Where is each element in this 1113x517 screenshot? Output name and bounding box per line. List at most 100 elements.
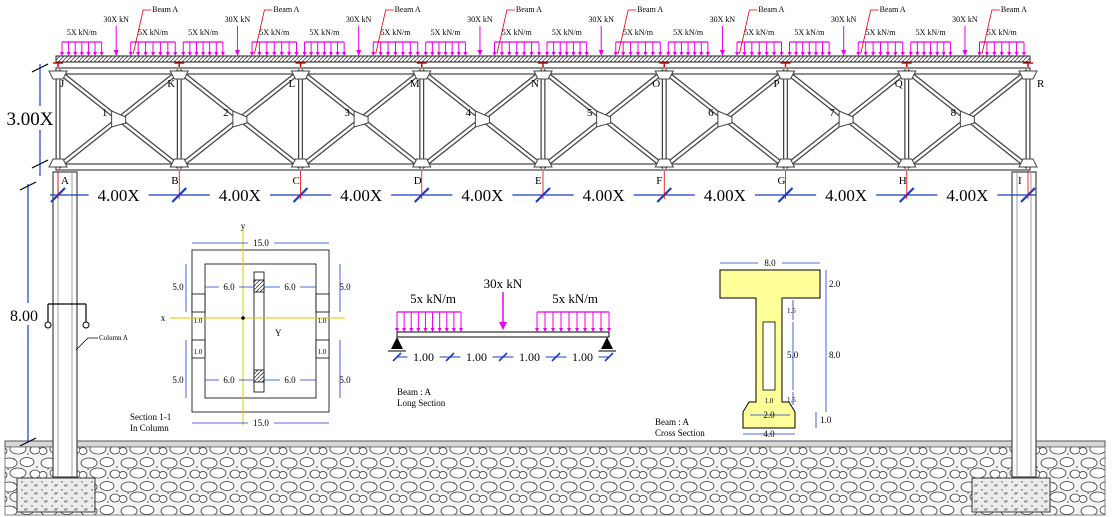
bottom-node-label: B <box>171 175 178 187</box>
top-point-load-label: 30X kN <box>467 15 493 24</box>
top-udl-right-label: 5X kN/m <box>623 28 654 37</box>
section-title-line1: Section 1-1 <box>130 412 171 422</box>
top-udl-right <box>492 41 541 56</box>
section-1-1: y x Y 15.0 15.0 6.0 6.0 6.0 6.0 5.0 5.0 … <box>130 221 351 433</box>
node-plate <box>533 70 553 80</box>
bottom-node-label: F <box>656 175 662 187</box>
node-plate <box>1018 70 1038 80</box>
section-flange-left-dim: 6.0 <box>223 282 235 292</box>
columns <box>52 171 1037 478</box>
top-udl-right-label: 5X kN/m <box>987 28 1018 37</box>
top-node-label: R <box>1037 78 1045 90</box>
top-udl-left-label: 5X kN/m <box>67 28 98 37</box>
node-plate <box>775 158 796 168</box>
top-udl-right <box>856 41 905 56</box>
node-plate <box>1018 158 1038 168</box>
span-label: 4.00X <box>219 186 261 205</box>
long-span-label: 1.00 <box>572 350 593 364</box>
beam-tag: Beam A <box>516 5 542 14</box>
ground <box>4 440 1106 516</box>
beam-tag-leader <box>739 9 758 55</box>
beam-tag-leader <box>496 9 515 55</box>
long-dim-tick <box>392 352 402 362</box>
top-udl-left <box>60 41 104 56</box>
gusset-plate <box>232 110 248 128</box>
top-udl-left-label: 5X kN/m <box>431 28 462 37</box>
long-udl-left <box>395 311 463 332</box>
beam-tag: Beam A <box>152 5 178 14</box>
long-dim-tick <box>445 352 455 362</box>
column-height-label: 8.00 <box>10 308 38 325</box>
section-lower-right-dim: 6.0 <box>284 375 296 385</box>
gusset-plate <box>959 110 975 128</box>
panel-number: 6 <box>708 107 714 119</box>
beam-tag-leader <box>860 9 879 55</box>
node-plate <box>48 158 68 168</box>
node-plate <box>48 70 68 80</box>
section-x-axis: x <box>161 313 166 323</box>
cross-web-width: 1.0 <box>765 397 774 405</box>
section-web-dim: 1.0 <box>318 348 327 356</box>
beam-tag-leader <box>254 9 273 55</box>
column-height-dimension: 8.00 Column A <box>6 181 128 447</box>
long-section-title-line2: Long Section <box>397 398 446 408</box>
cross-section-title-line2: Cross Section <box>655 428 705 438</box>
right-footing <box>971 477 1051 513</box>
node-plate <box>169 158 190 168</box>
top-node-label: J <box>60 78 65 90</box>
top-udl-right <box>250 41 299 56</box>
panel-number: 2 <box>223 107 229 119</box>
section-side-dim: 5.0 <box>172 282 184 292</box>
cross-bulb-width: 2.0 <box>763 410 775 420</box>
span-label: 4.00X <box>946 186 988 205</box>
long-section-right-udl: 5x kN/m <box>552 291 598 306</box>
beam-tag-leader <box>132 9 152 55</box>
left-column <box>52 171 78 478</box>
section-web-dim: 1.0 <box>194 348 203 356</box>
long-udl-right <box>535 311 611 332</box>
bottom-node-label: C <box>293 175 300 187</box>
gusset-plate <box>596 110 612 128</box>
panel-number: 7 <box>829 107 835 119</box>
top-loads: 5X kN/m 5X kN/m 30X kN Beam A 5X kN/m 5X kN/m… <box>55 5 1031 63</box>
top-udl-left <box>423 41 468 56</box>
beam-tag: Beam A <box>273 5 299 14</box>
long-dim-tick <box>604 352 614 362</box>
section-flange-right-dim: 6.0 <box>284 282 296 292</box>
section-title-line2: In Column <box>130 423 169 433</box>
section-side-dim: 5.0 <box>172 375 184 385</box>
long-span-label: 1.00 <box>413 350 434 364</box>
cross-bottom-width: 4.0 <box>763 429 775 439</box>
height-dimension: 3.00X <box>4 63 54 176</box>
left-footing <box>16 477 96 513</box>
top-udl-right-label: 5X kN/m <box>259 28 290 37</box>
top-node-label: K <box>167 78 175 90</box>
node-plate <box>654 70 675 80</box>
long-section-left-udl: 5x kN/m <box>410 291 456 306</box>
top-udl-right-label: 5X kN/m <box>744 28 775 37</box>
beam-tag: Beam A <box>758 5 784 14</box>
top-node-label: M <box>410 78 420 90</box>
section-side-dim: 5.0 <box>339 282 351 292</box>
gusset-plate <box>717 110 733 128</box>
truss-height-label: 3.00X <box>7 109 54 130</box>
long-dim-tick <box>498 352 508 362</box>
panel-number: 3 <box>344 107 350 119</box>
long-span-label: 1.00 <box>466 350 487 364</box>
top-udl-right <box>613 41 663 56</box>
top-node-label: P <box>774 78 780 90</box>
span-label: 4.00X <box>825 186 867 205</box>
beam-tag: Beam A <box>880 5 906 14</box>
cross-flange-depth: 2.0 <box>829 279 841 289</box>
top-beam <box>55 55 1031 63</box>
span-label: 4.00X <box>461 186 503 205</box>
bottom-node-label: E <box>535 175 542 187</box>
top-point-load-label: 30X kN <box>588 15 614 24</box>
cross-upper-web: 1.5 <box>787 307 796 315</box>
cross-lower-web: 1.5 <box>787 396 796 404</box>
long-span-label: 1.00 <box>519 350 540 364</box>
section-bottom-dim: 15.0 <box>253 418 269 428</box>
span-label: 4.00X <box>340 186 382 205</box>
node-plate <box>411 158 432 168</box>
